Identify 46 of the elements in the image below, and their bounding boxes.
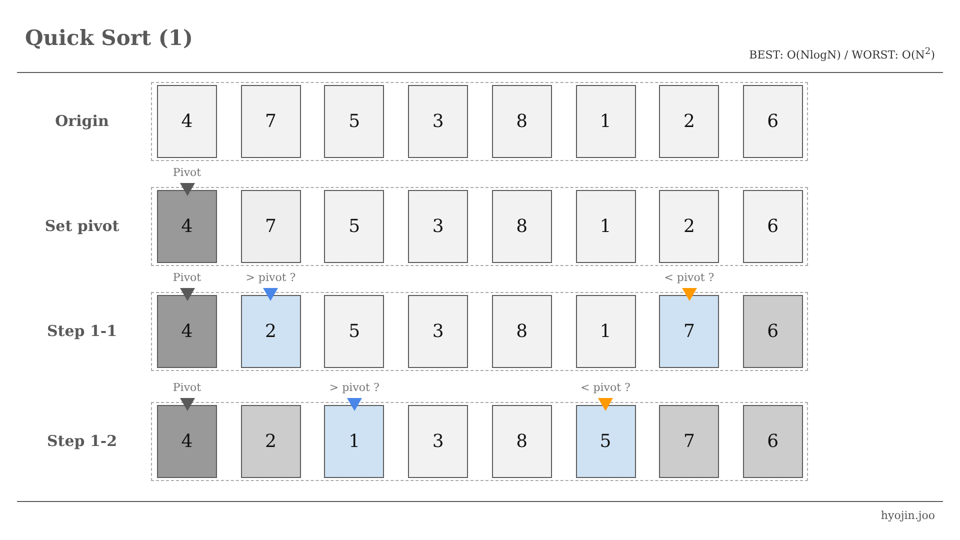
array-element: 5	[324, 295, 384, 368]
array-element: 6	[742, 85, 803, 158]
pointer-label: > pivot ?	[329, 381, 380, 394]
pointer-label: < pivot ?	[664, 271, 714, 284]
array-element: 2	[240, 405, 301, 478]
slide-title: Quick Sort (1)	[25, 25, 193, 50]
array-element: 4	[157, 85, 217, 158]
array-element: 3	[408, 295, 468, 368]
pointer-label: > pivot ?	[246, 271, 296, 284]
array-element: 1	[576, 190, 636, 263]
array-element: 2	[659, 85, 720, 158]
array-element: 7	[240, 190, 301, 263]
array-element: 3	[408, 190, 468, 263]
array-element: 1	[576, 295, 636, 368]
pointer-label: Pivot	[172, 271, 202, 284]
row-label: Origin	[55, 112, 109, 130]
pointer-label: Pivot	[172, 166, 202, 180]
array-element: 8	[492, 85, 552, 158]
array-element: 2	[659, 190, 720, 263]
pointer-label: < pivot ?	[580, 381, 630, 394]
array-element: 3	[408, 405, 468, 478]
pointer-label: Pivot	[172, 381, 202, 394]
array-element: 4	[157, 190, 217, 263]
array-element: 2	[240, 295, 301, 368]
array-element: 7	[659, 405, 720, 478]
array-element: 7	[240, 85, 301, 158]
array-element: 4	[157, 405, 217, 478]
author-name: hyojin.joo	[880, 509, 935, 524]
array-element: 8	[492, 190, 552, 263]
array-element: 8	[492, 405, 552, 478]
row-label: Step 1-2	[46, 432, 118, 450]
array-element: 5	[324, 85, 384, 158]
array-element: 1	[324, 405, 384, 478]
row-label: Step 1-1	[46, 322, 118, 340]
array-element: 5	[576, 405, 636, 478]
complexity-note: BEST: O(NlogN) / WORST: O(N$^{2}$)	[749, 46, 935, 63]
array-element: 6	[742, 405, 803, 478]
array-element: 5	[324, 190, 384, 263]
array-element: 7	[659, 295, 720, 368]
array-element: 4	[157, 295, 217, 368]
array-element: 8	[492, 295, 552, 368]
array-element: 1	[576, 85, 636, 158]
array-element: 6	[742, 190, 803, 263]
array-element: 3	[408, 85, 468, 158]
row-label: Set pivot	[44, 217, 120, 235]
array-element: 6	[742, 295, 803, 368]
